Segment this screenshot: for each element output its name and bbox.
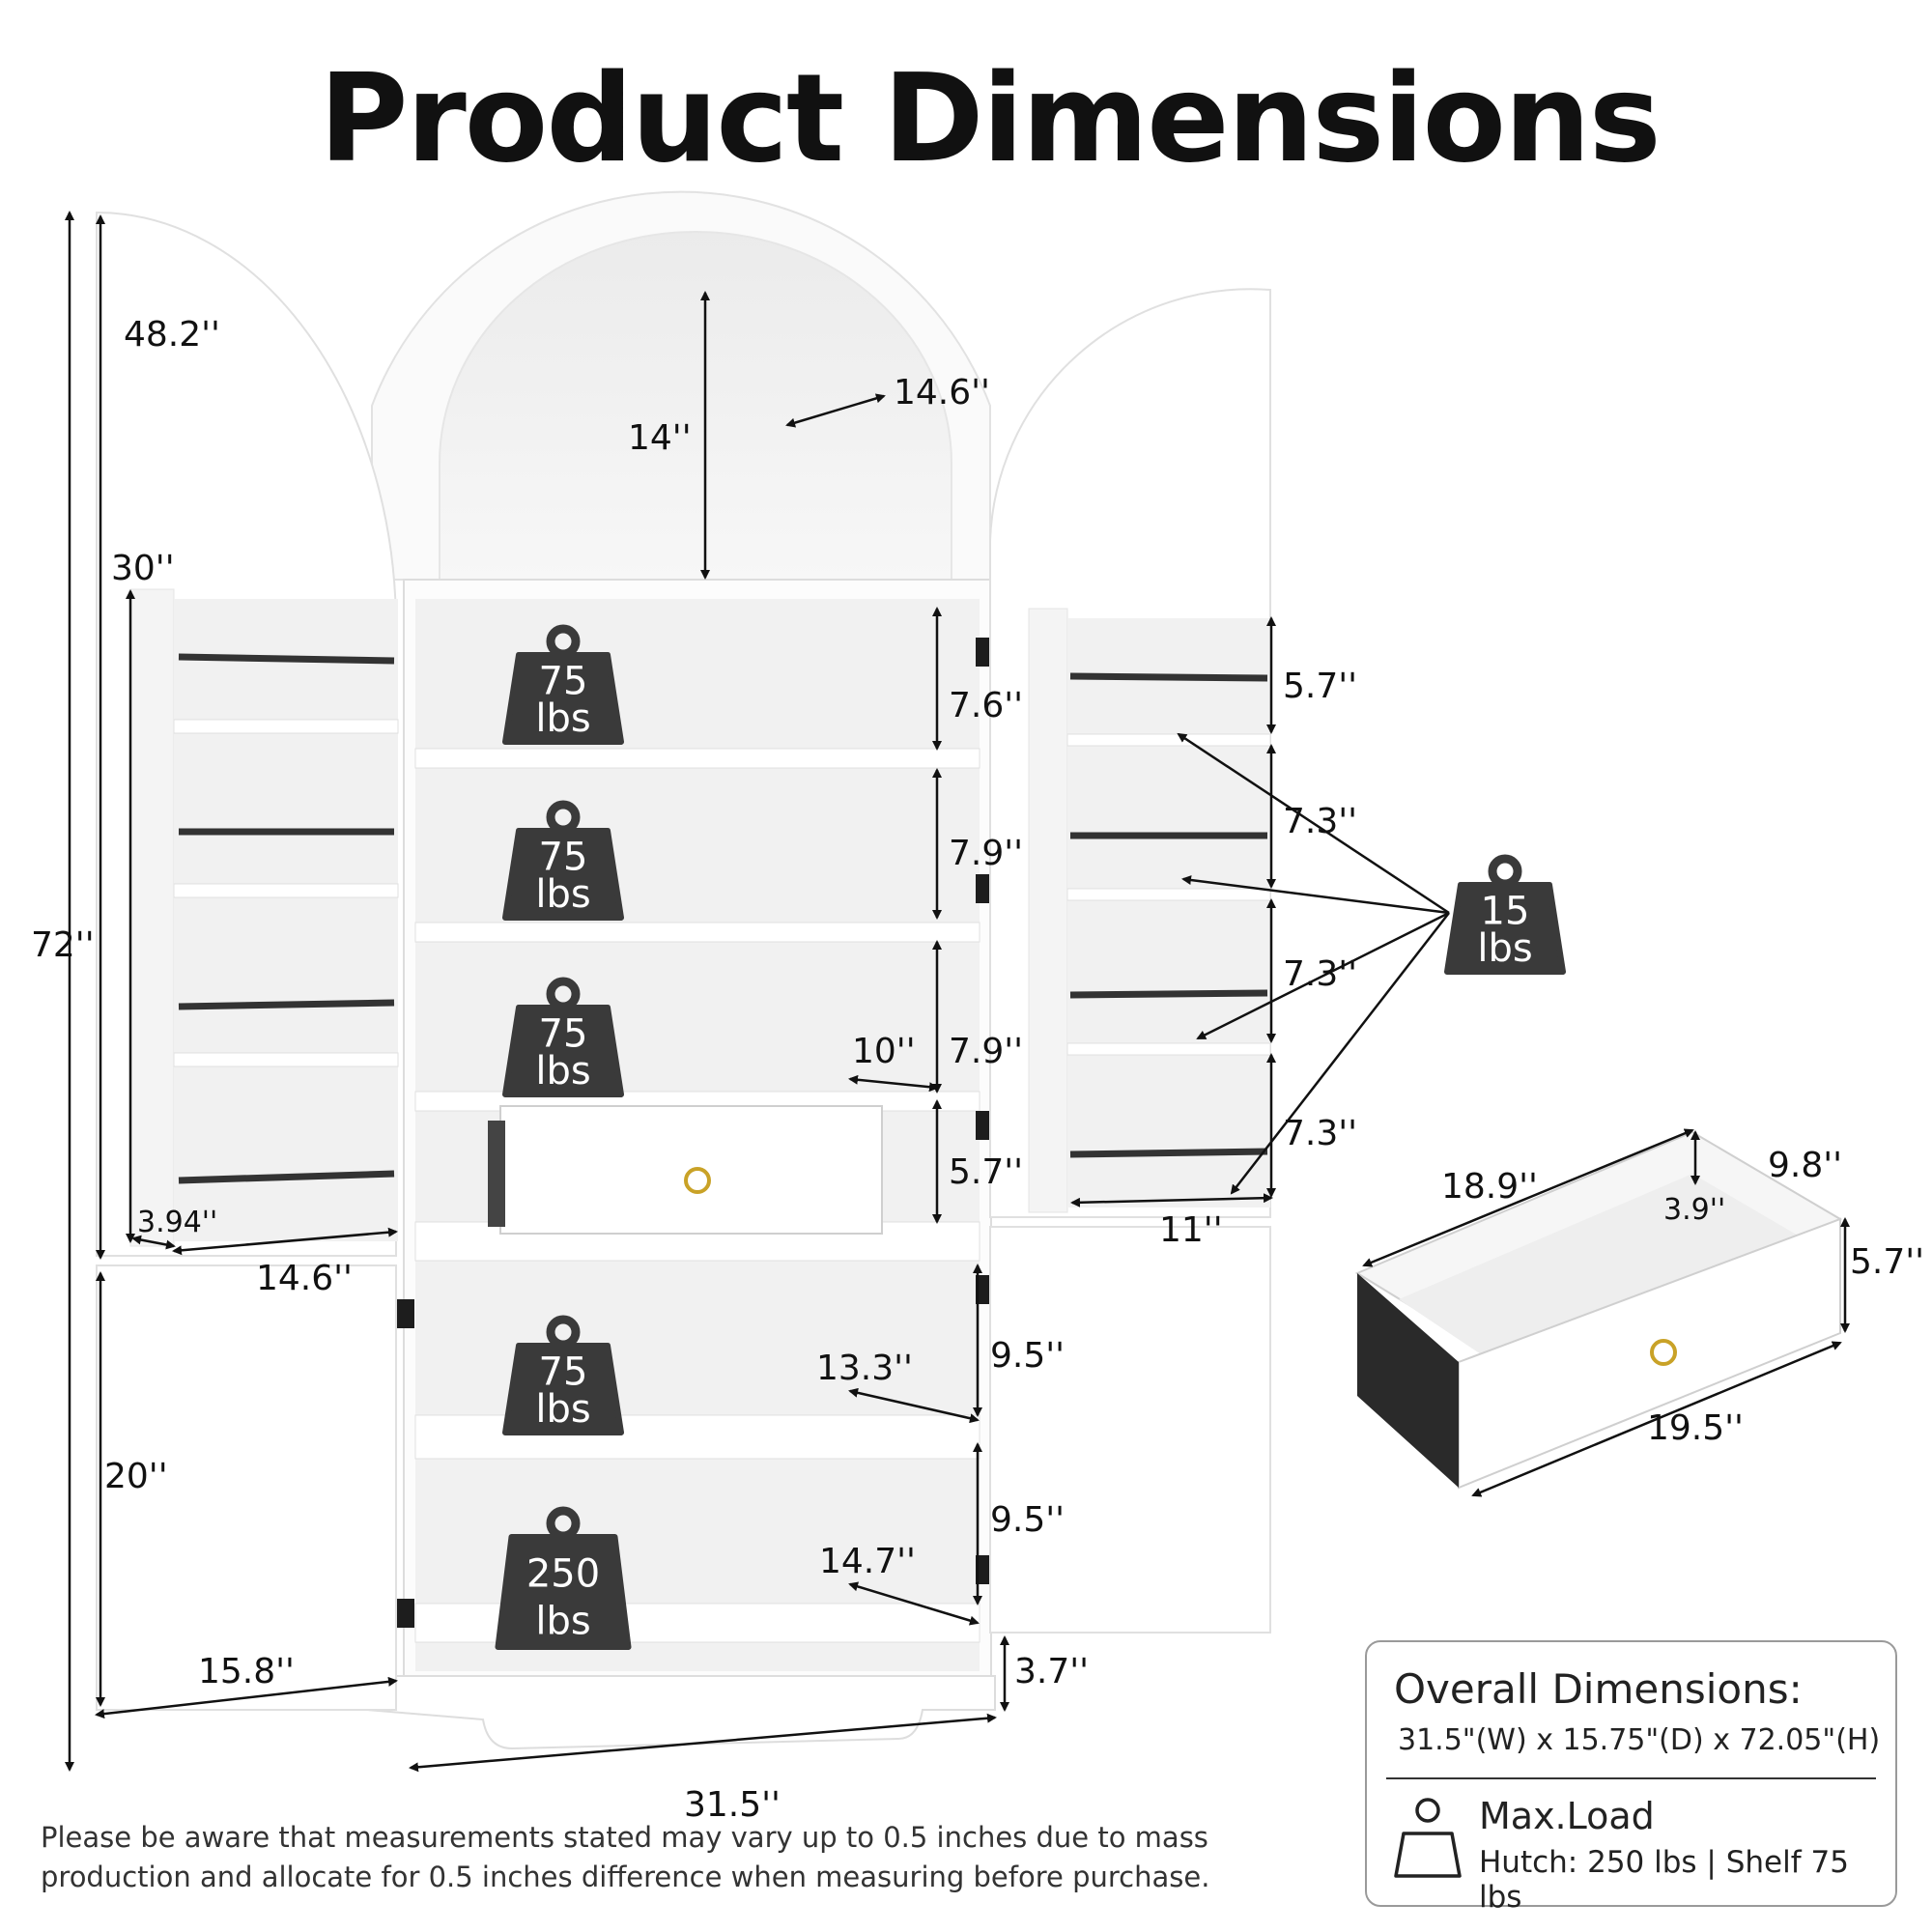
weight-body [502, 828, 624, 921]
label-15-8: 15.8'' [198, 1652, 295, 1691]
weight-unit: lbs [535, 872, 590, 917]
right-upper-door [989, 288, 1271, 1218]
label-48-2: 48.2'' [124, 315, 220, 355]
label-13-3: 13.3'' [816, 1349, 913, 1388]
weight-unit: lbs [535, 696, 590, 741]
label-31-5: 31.5'' [684, 1785, 781, 1825]
label-14-6-door: 14.6'' [256, 1259, 353, 1298]
label-30: 30'' [111, 549, 175, 588]
label-drawer-5-7: 5.7'' [1850, 1242, 1924, 1282]
overall-values: 31.5"(W) x 15.75"(D) x 72.05"(H) [1398, 1723, 1881, 1757]
dimension-lines [65, 211, 1850, 1773]
dimension-labels: 48.2'' 14'' 14.6'' 30'' 72'' 7.6'' 7.9''… [31, 315, 1924, 1825]
label-11: 11'' [1159, 1210, 1223, 1250]
weight-body [1444, 882, 1566, 975]
max-load-values: Hutch: 250 lbs | Shelf 75 lbs [1479, 1845, 1849, 1915]
label-drawer-3-9: 3.9'' [1663, 1193, 1725, 1227]
page-title: Product Dimensions [319, 47, 1661, 189]
label-drawer-18-9: 18.9'' [1441, 1167, 1538, 1207]
right-lower-door [989, 1226, 1271, 1634]
weight-value: 250 [526, 1551, 600, 1596]
weight-unit: lbs [535, 1599, 590, 1643]
weight-value: 75 [539, 1350, 588, 1395]
label-14-7: 14.7'' [819, 1542, 916, 1581]
weight-body [502, 652, 624, 745]
label-drawer-19-5: 19.5'' [1647, 1408, 1744, 1448]
label-72: 72'' [31, 925, 95, 965]
weight-value: 75 [539, 836, 588, 880]
weight-body [502, 1005, 624, 1097]
weight-handle [1488, 854, 1522, 889]
weight-icon [1394, 1798, 1462, 1878]
label-7-6: 7.6'' [949, 686, 1023, 725]
label-20: 20'' [104, 1457, 168, 1496]
weight-unit: lbs [535, 1049, 590, 1094]
label-5-7-door: 5.7'' [1283, 667, 1357, 706]
label-7-3-b: 7.3'' [1283, 954, 1357, 994]
label-5-7-slot: 5.7'' [949, 1152, 1023, 1192]
divider [1386, 1777, 1876, 1779]
label-7-9-b: 7.9'' [949, 1032, 1023, 1071]
disclaimer-note: Please be aware that measurements stated… [41, 1821, 1210, 1893]
label-7-3-c: 7.3'' [1283, 1114, 1357, 1153]
max-load-label: Max.Load [1479, 1795, 1655, 1837]
label-14: 14'' [628, 418, 692, 458]
weight-value: 75 [539, 1012, 588, 1057]
left-upper-door [96, 211, 399, 1257]
label-drawer-9-8: 9.8'' [1768, 1146, 1842, 1185]
weight-unit: lbs [1477, 926, 1532, 971]
label-3-94: 3.94'' [137, 1206, 217, 1239]
overall-heading: Overall Dimensions: [1394, 1665, 1803, 1713]
weight-value: 75 [539, 660, 588, 704]
label-9-5-b: 9.5'' [990, 1500, 1065, 1540]
label-14-6-top: 14.6'' [894, 373, 990, 412]
label-9-5-a: 9.5'' [990, 1336, 1065, 1376]
label-7-3-a: 7.3'' [1283, 802, 1357, 841]
overall-dimensions-panel: Overall Dimensions: 31.5"(W) x 15.75"(D)… [1365, 1640, 1897, 1915]
label-3-7: 3.7'' [1014, 1652, 1089, 1691]
weight-unit: lbs [535, 1387, 590, 1432]
weight-body [502, 1343, 624, 1435]
label-10: 10'' [852, 1032, 916, 1071]
weight-body [495, 1534, 632, 1650]
weight-value: 15 [1481, 890, 1530, 934]
label-7-9-a: 7.9'' [949, 834, 1023, 873]
drawer-detail [1354, 1130, 1843, 1490]
